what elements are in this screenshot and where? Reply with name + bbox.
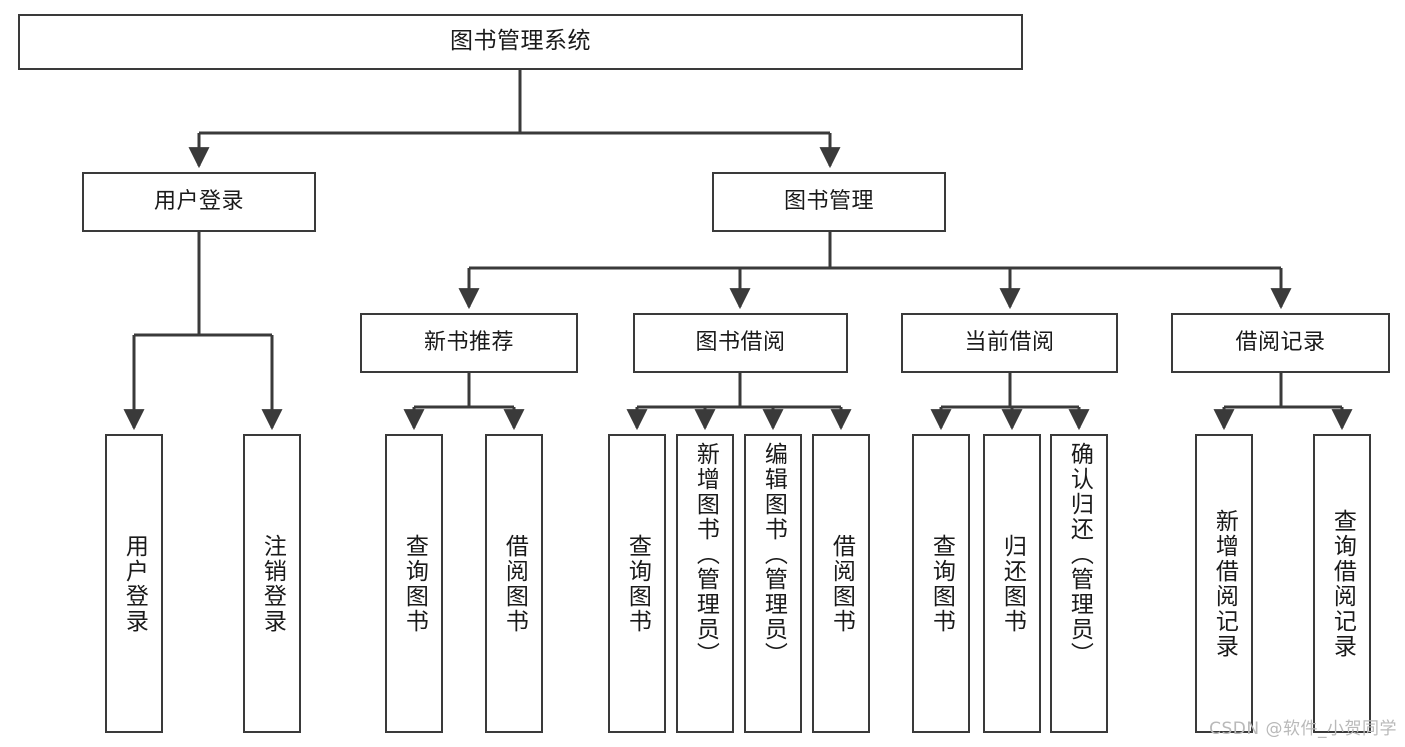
node-leaf-logout-label: 注销登录 <box>259 533 286 634</box>
node-leaf-add-book-admin-label: 新增图书（管理员） <box>692 442 719 667</box>
node-leaf-query-borrow-record[interactable]: 查询借阅记录 <box>1313 434 1371 733</box>
node-leaf-user-login[interactable]: 用户登录 <box>105 434 163 733</box>
node-leaf-borrow-books-new-label: 借阅图书 <box>501 533 528 634</box>
node-leaf-query-books-borrow-label: 查询图书 <box>624 533 651 634</box>
node-level1-book-management[interactable]: 图书管理 <box>712 172 946 232</box>
node-level2-borrow-records-label: 借阅记录 <box>1235 330 1326 356</box>
node-root[interactable]: 图书管理系统 <box>18 14 1023 70</box>
node-leaf-query-books-borrow[interactable]: 查询图书 <box>608 434 666 733</box>
node-leaf-confirm-return-admin-label: 确认归还（管理员） <box>1066 442 1093 667</box>
node-leaf-user-login-label: 用户登录 <box>121 533 148 634</box>
node-leaf-query-books-new-label: 查询图书 <box>401 533 428 634</box>
node-leaf-edit-book-admin[interactable]: 编辑图书（管理员） <box>744 434 802 733</box>
node-leaf-borrow-books-new[interactable]: 借阅图书 <box>485 434 543 733</box>
node-leaf-return-book[interactable]: 归还图书 <box>983 434 1041 733</box>
node-level1-book-management-label: 图书管理 <box>783 189 874 215</box>
node-leaf-query-books-new[interactable]: 查询图书 <box>385 434 443 733</box>
node-leaf-logout[interactable]: 注销登录 <box>243 434 301 733</box>
node-level1-user-login[interactable]: 用户登录 <box>82 172 316 232</box>
node-leaf-query-borrow-record-label: 查询借阅记录 <box>1329 508 1356 659</box>
node-level2-new-book-recommend[interactable]: 新书推荐 <box>360 313 578 373</box>
node-leaf-add-borrow-record[interactable]: 新增借阅记录 <box>1195 434 1253 733</box>
node-leaf-edit-book-admin-label: 编辑图书（管理员） <box>760 442 787 667</box>
node-level2-current-borrow-label: 当前借阅 <box>964 330 1055 356</box>
node-leaf-confirm-return-admin[interactable]: 确认归还（管理员） <box>1050 434 1108 733</box>
node-level1-user-login-label: 用户登录 <box>153 189 244 215</box>
node-leaf-return-book-label: 归还图书 <box>999 533 1026 634</box>
node-level2-book-borrow-label: 图书借阅 <box>695 330 786 356</box>
node-leaf-query-books-current[interactable]: 查询图书 <box>912 434 970 733</box>
node-leaf-add-borrow-record-label: 新增借阅记录 <box>1211 508 1238 659</box>
node-level2-borrow-records[interactable]: 借阅记录 <box>1171 313 1390 373</box>
node-leaf-borrow-book-label: 借阅图书 <box>828 533 855 634</box>
node-leaf-borrow-book[interactable]: 借阅图书 <box>812 434 870 733</box>
watermark: CSDN @软件_小贺同学 <box>1209 719 1397 739</box>
node-leaf-add-book-admin[interactable]: 新增图书（管理员） <box>676 434 734 733</box>
node-level2-new-book-recommend-label: 新书推荐 <box>423 330 514 356</box>
node-level2-book-borrow[interactable]: 图书借阅 <box>633 313 848 373</box>
node-leaf-query-books-current-label: 查询图书 <box>928 533 955 634</box>
node-root-label: 图书管理系统 <box>450 28 591 55</box>
node-level2-current-borrow[interactable]: 当前借阅 <box>901 313 1118 373</box>
